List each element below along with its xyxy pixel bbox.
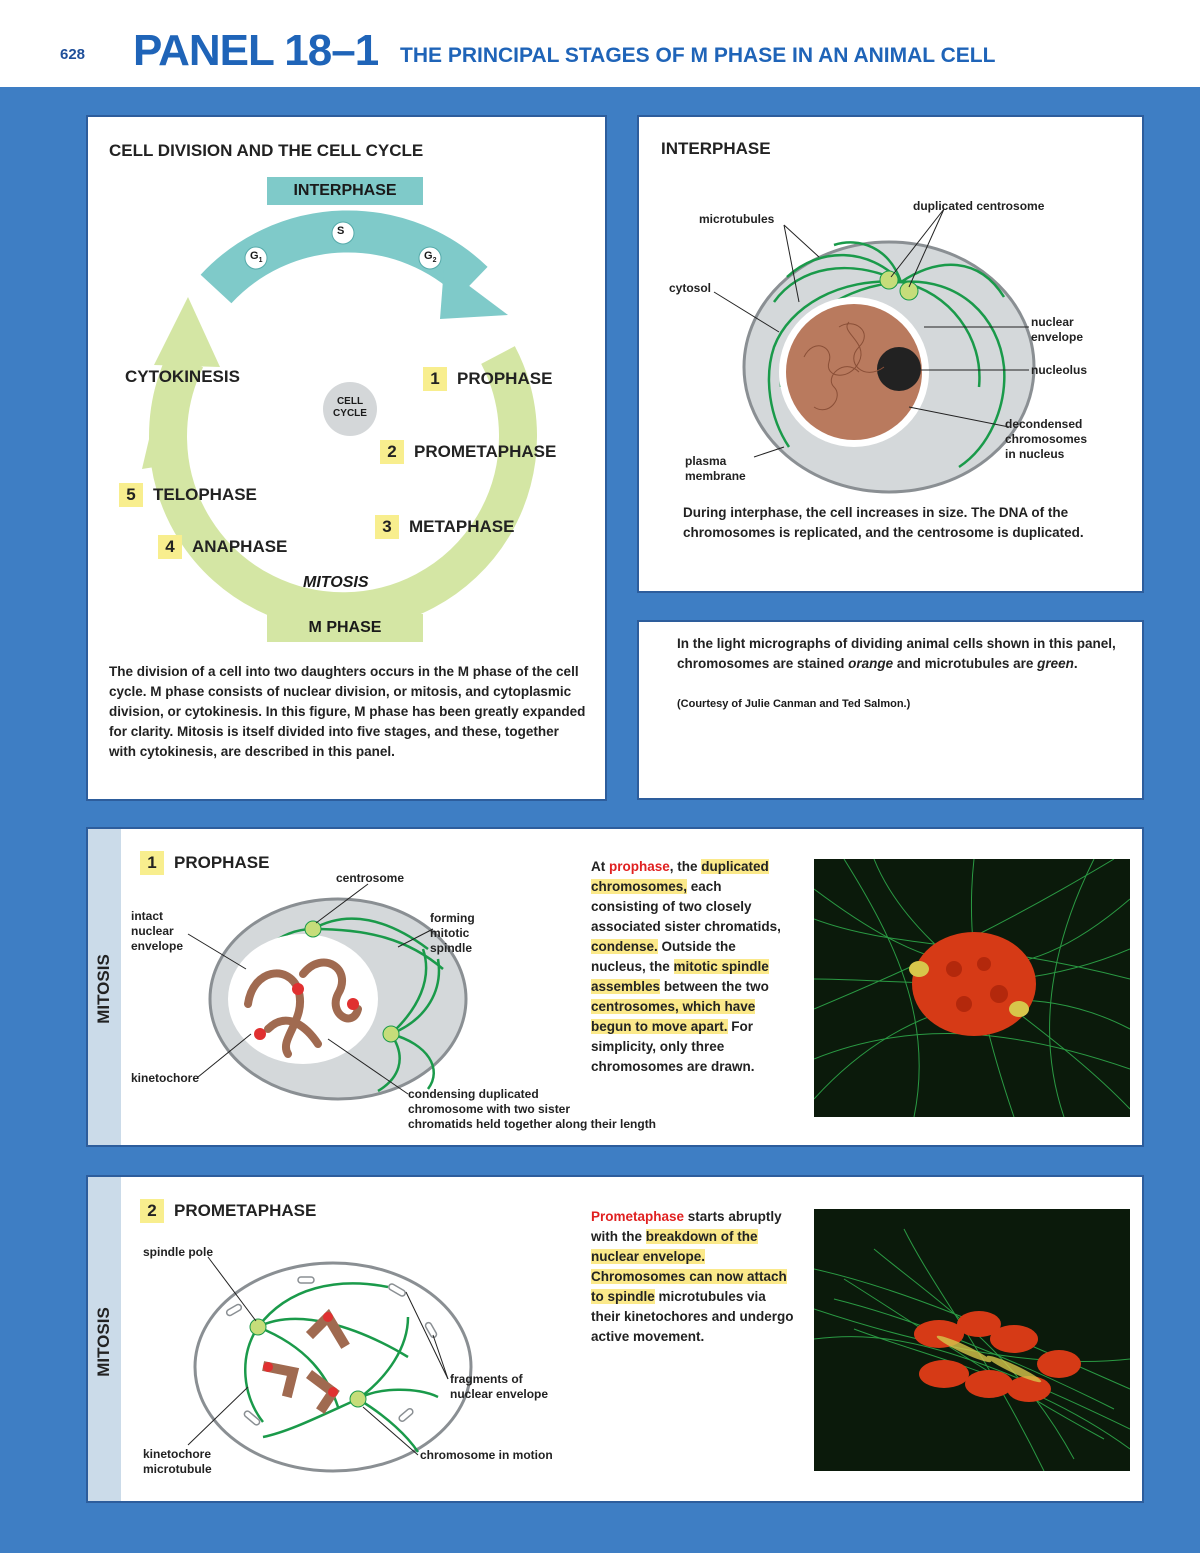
panel-number: PANEL 18–1 [133, 26, 378, 76]
prophase-micrograph-image [814, 859, 1130, 1117]
prometaphase-spindle-pole-b [350, 1391, 366, 1407]
centrosome-a [880, 271, 898, 289]
interphase-box: INTERPHASE microtubules duplicated centr… [637, 115, 1144, 593]
page-number: 628 [60, 46, 85, 63]
prometaphase-micrograph-image [814, 1209, 1130, 1471]
interphase-title: INTERPHASE [661, 139, 771, 159]
prophase-description: At prophase, the duplicated chromosomes,… [591, 857, 791, 1077]
label-microtubules: microtubules [699, 212, 774, 227]
cell-cycle-title: CELL DIVISION AND THE CELL CYCLE [109, 141, 423, 161]
prophase-micrograph [814, 859, 1130, 1117]
centrosome-b [900, 282, 918, 300]
mitosis-label: MITOSIS [303, 574, 369, 592]
label-kinetochore: kinetochore [131, 1071, 199, 1086]
prometaphase-micrograph [814, 1209, 1130, 1471]
label-centrosome: centrosome [336, 871, 404, 886]
g2-label: G2 [424, 250, 436, 264]
label-spindle-pole: spindle pole [143, 1245, 213, 1260]
label-nucleolus: nucleolus [1031, 363, 1087, 378]
prophase-centrosome-a [305, 921, 321, 937]
m-phase-arrowhead [154, 297, 220, 367]
label-cytosol: cytosol [669, 281, 711, 296]
micrograph-credit: (Courtesy of Julie Canman and Ted Salmon… [677, 698, 910, 710]
interphase-label: INTERPHASE [267, 177, 423, 205]
s-label: S [337, 225, 344, 237]
interphase-nucleolus [877, 347, 921, 391]
prophase-box: MITOSIS [86, 827, 1144, 1147]
cell-cycle-caption: The division of a cell into two daughter… [109, 662, 587, 762]
prometaphase-spindle-pole-a [250, 1319, 266, 1335]
m-phase-label: M PHASE [267, 614, 423, 642]
prophase-centrosome-b [383, 1026, 399, 1042]
label-chromosome-in-motion: chromosome in motion [420, 1448, 553, 1463]
micrograph-note-text: In the light micrographs of dividing ani… [677, 634, 1117, 674]
interphase-caption: During interphase, the cell increases in… [683, 503, 1103, 543]
prometaphase-description: Prometaphase starts abruptly with the br… [591, 1207, 796, 1347]
label-duplicated-centrosome: duplicated centrosome [913, 199, 1044, 214]
g1-label: G1 [250, 250, 262, 264]
cytokinesis-label: CYTOKINESIS [125, 367, 240, 387]
cell-cycle-box: CELL DIVISION AND THE CELL CYCLE INTERPH… [86, 115, 607, 801]
micrograph-note-box: In the light micrographs of dividing ani… [637, 620, 1144, 800]
prometaphase-box: MITOSIS [86, 1175, 1144, 1503]
panel-title: THE PRINCIPAL STAGES OF M PHASE IN AN AN… [400, 44, 995, 68]
